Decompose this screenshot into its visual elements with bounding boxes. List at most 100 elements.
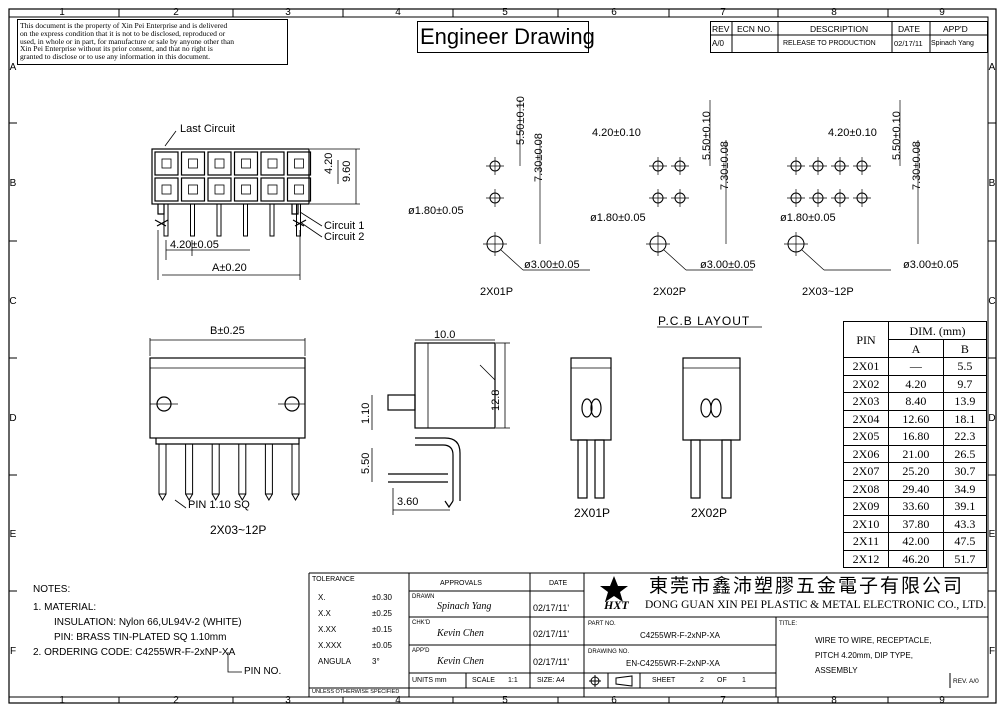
dim-table-cell: 2X03 [843, 392, 889, 411]
tolerance-footer: UNLESS OTHERWISE SPECIFIED [312, 689, 400, 695]
rev-label: REV. A/0 [953, 678, 979, 685]
notes-heading: NOTES: [33, 584, 71, 595]
pcb2-dim-v2: 7.30±0.08 [719, 141, 731, 190]
pcb2-dim-h: 4.20±0.10 [592, 127, 641, 139]
dim-table-cell: 47.5 [942, 532, 988, 551]
dim-table-cell: 26.5 [942, 444, 988, 463]
chkd-role: CHK'D [412, 620, 431, 626]
front-view [149, 338, 306, 509]
size-label: SIZE: A4 [537, 677, 565, 684]
grid-column-label: 2 [173, 695, 179, 706]
drawn-role: DRAWN [412, 594, 435, 600]
dim-table-cell: 2X02 [843, 374, 889, 393]
col-b-header: B [942, 339, 988, 358]
dim-table-cell: 37.80 [888, 514, 944, 533]
dim-table-cell: 51.7 [942, 549, 988, 568]
title-line: ASSEMBLY [815, 666, 858, 675]
pin-note: PIN 1.10 SQ [188, 499, 250, 511]
grid-column-label: 7 [720, 695, 726, 706]
rev-approver: Spinach Yang [931, 40, 974, 47]
side-dim-a: 1.10 [360, 402, 372, 424]
top-view [151, 130, 360, 280]
pcb-layout-2x03-12p [784, 100, 919, 271]
notice-line: granted to disclose or to use any inform… [20, 52, 211, 62]
dim-table-cell: 2X10 [843, 514, 889, 533]
dim-table-cell: 34.9 [942, 479, 988, 498]
pcb3-dim-v1: 5.50±0.10 [891, 111, 903, 160]
dim-table-cell: 2X12 [843, 549, 889, 568]
title-box [417, 21, 589, 53]
part-no-label: PART NO. [588, 621, 616, 627]
pcb3-dim-v2: 7.30±0.08 [911, 141, 923, 190]
a-dim: A±0.20 [212, 262, 247, 274]
revision-block [710, 21, 988, 53]
grid-row-label: B [989, 178, 996, 189]
revision-grid [710, 21, 988, 53]
rev-value: A/0 [712, 39, 725, 48]
dim-table-cell: 22.3 [942, 427, 988, 446]
grid-column-label: 4 [395, 695, 401, 706]
drawing-no-label: DRAWING NO. [588, 649, 630, 655]
circuit-1-label: Circuit 1 [324, 220, 365, 232]
pcb1-dim-v1: 5.50±0.10 [515, 96, 527, 145]
tolerance-key: X.X [318, 609, 331, 618]
rev-header: REV [712, 24, 730, 34]
title-line: PITCH 4.20mm, DIP TYPE, [815, 651, 913, 660]
pcb2-dim-v1: 5.50±0.10 [701, 111, 713, 160]
side-height-dim: 12.8 [490, 389, 502, 411]
dim-table-cell: 12.60 [888, 409, 944, 428]
ecn-header: ECN NO. [737, 24, 773, 34]
appd-role: APP'D [412, 648, 430, 654]
pcb3-label: 2X03~12P [802, 286, 854, 298]
b-dim: B±0.25 [210, 325, 245, 337]
pcb1-dim-hole: ø1.80±0.05 [408, 205, 464, 217]
pcb3-dim-hole: ø1.80±0.05 [780, 212, 836, 224]
company-name-en: DONG GUAN XIN PEI PLASTIC & METAL ELECTR… [645, 599, 987, 611]
grid-column-label: 8 [831, 695, 837, 706]
notice-box [17, 19, 288, 65]
dim-table-cell: 30.7 [942, 462, 988, 481]
dim-table-cell: 43.3 [942, 514, 988, 533]
dim-table-cell: 8.40 [888, 392, 944, 411]
tolerance-key: X. [318, 593, 326, 602]
appd-date: 02/17/11' [533, 657, 570, 667]
grid-column-label: 5 [502, 7, 508, 18]
dim-table-cell: 2X04 [843, 409, 889, 428]
end-view-1-label: 2X01P [574, 506, 611, 520]
title-block [308, 572, 988, 697]
col-a-header: A [888, 339, 944, 358]
dim-table-cell: 2X11 [843, 532, 889, 551]
chkd-date: 02/17/11' [533, 629, 570, 639]
grid-column-label: 3 [285, 695, 291, 706]
grid-row-label: E [10, 529, 17, 540]
pin-header: PIN [843, 321, 889, 358]
dim-table-cell: 18.1 [942, 409, 988, 428]
drawing-no: EN-C4255WR-F-2xNP-XA [626, 659, 720, 668]
company-logo-text: HXT [604, 598, 629, 612]
tolerance-key: X.XXX [318, 641, 342, 650]
tolerance-value: ±0.05 [372, 641, 392, 650]
pcb2-label: 2X02P [653, 286, 687, 298]
grid-row-label: F [10, 646, 16, 657]
height-outer-dim: 9.60 [341, 160, 353, 182]
grid-row-label: C [9, 296, 16, 307]
dim-table-cell: 5.5 [942, 357, 988, 376]
dim-table-cell: 46.20 [888, 549, 944, 568]
grid-row-label: C [988, 296, 995, 307]
end-view-2x02p [682, 357, 741, 499]
rev-date: 02/17/11 [894, 39, 923, 48]
dim-table-cell: 2X01 [843, 357, 889, 376]
appd-header: APP'D [943, 24, 968, 34]
tolerance-key: ANGULA [318, 657, 351, 666]
circuit-2-label: Circuit 2 [324, 231, 365, 243]
dim-table-cell: 2X06 [843, 444, 889, 463]
dim-table-cell: 21.00 [888, 444, 944, 463]
scale-label: SCALE [472, 677, 495, 684]
